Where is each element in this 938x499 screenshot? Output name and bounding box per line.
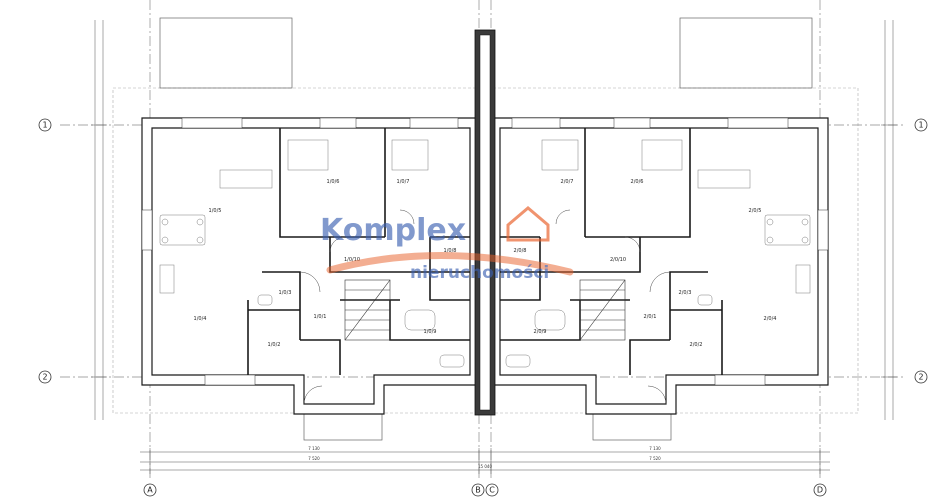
windows xyxy=(141,117,829,386)
room-label: 1/0/8 xyxy=(444,248,457,254)
axis-bubble-col-c: C xyxy=(485,483,499,497)
exterior-walls xyxy=(141,29,829,416)
axis-bubble-row1-right: 1 xyxy=(914,118,928,132)
room-label: 1/0/9 xyxy=(424,329,437,335)
furniture-left xyxy=(159,139,465,368)
axis-label: 2 xyxy=(918,373,923,382)
axis-label: B xyxy=(475,486,481,495)
terrace-right xyxy=(679,17,813,89)
staircase-right xyxy=(579,279,626,341)
furniture-right xyxy=(505,139,811,368)
dim-left-axis: 7 130 xyxy=(308,446,320,451)
room-label: 1/0/4 xyxy=(194,316,207,322)
staircase-left xyxy=(344,279,391,341)
room-label: 1/0/1 xyxy=(314,314,327,320)
dim-right-axis: 7 130 xyxy=(649,446,661,451)
watermark-swoosh xyxy=(326,252,574,276)
room-label: 1/0/2 xyxy=(268,342,281,348)
room-label: 1/0/6 xyxy=(327,179,340,185)
room-label: 2/0/2 xyxy=(690,342,703,348)
axis-label: 1 xyxy=(42,121,47,130)
bottom-dimensions: 7 130 7 130 7 520 7 520 15 040 xyxy=(140,446,830,474)
axis-bubble-row2-left: 2 xyxy=(38,370,52,384)
door-swings xyxy=(299,209,671,405)
axis-label: D xyxy=(817,486,823,495)
dim-grand-total: 15 040 xyxy=(478,464,492,469)
axis-bubble-col-b: B xyxy=(471,483,485,497)
watermark-logo: Komplex nieruchomości xyxy=(320,206,574,283)
axis-bubble-col-d: D xyxy=(813,483,827,497)
room-label: 2/0/7 xyxy=(561,179,574,185)
room-labels-right: 2/0/1 2/0/2 2/0/3 2/0/4 2/0/5 2/0/6 2/0/… xyxy=(514,179,777,348)
room-label: 1/0/3 xyxy=(279,290,292,296)
axis-label: 1 xyxy=(918,121,923,130)
room-labels-left: 1/0/1 1/0/2 1/0/3 1/0/4 1/0/5 1/0/6 1/0/… xyxy=(194,179,457,348)
room-label: 2/0/4 xyxy=(764,316,777,322)
room-label: 2/0/9 xyxy=(534,329,547,335)
room-label: 1/0/5 xyxy=(209,208,222,214)
axis-bubble-row2-right: 2 xyxy=(914,370,928,384)
dim-left-total: 7 520 xyxy=(308,456,320,461)
room-label: 1/0/10 xyxy=(344,257,360,263)
axis-label: C xyxy=(489,486,495,495)
room-label: 2/0/3 xyxy=(679,290,692,296)
watermark-text: Komplex xyxy=(320,213,466,248)
partitions-left xyxy=(247,128,470,375)
watermark-subtext: nieruchomości xyxy=(410,263,549,283)
room-label: 2/0/1 xyxy=(644,314,657,320)
side-dimensions xyxy=(91,20,897,420)
room-label: 2/0/10 xyxy=(610,257,626,263)
dim-right-total: 7 520 xyxy=(649,456,661,461)
room-label: 2/0/8 xyxy=(514,248,527,254)
room-label: 2/0/5 xyxy=(749,208,762,214)
room-label: 1/0/7 xyxy=(397,179,410,185)
axis-label: A xyxy=(147,486,153,495)
axis-bubble-col-a: A xyxy=(143,483,157,497)
room-label: 2/0/6 xyxy=(631,179,644,185)
axis-bubble-row1-left: 1 xyxy=(38,118,52,132)
partitions-right xyxy=(500,128,723,375)
house-icon xyxy=(506,206,550,242)
terrace-left xyxy=(159,17,293,89)
axis-label: 2 xyxy=(42,373,47,382)
